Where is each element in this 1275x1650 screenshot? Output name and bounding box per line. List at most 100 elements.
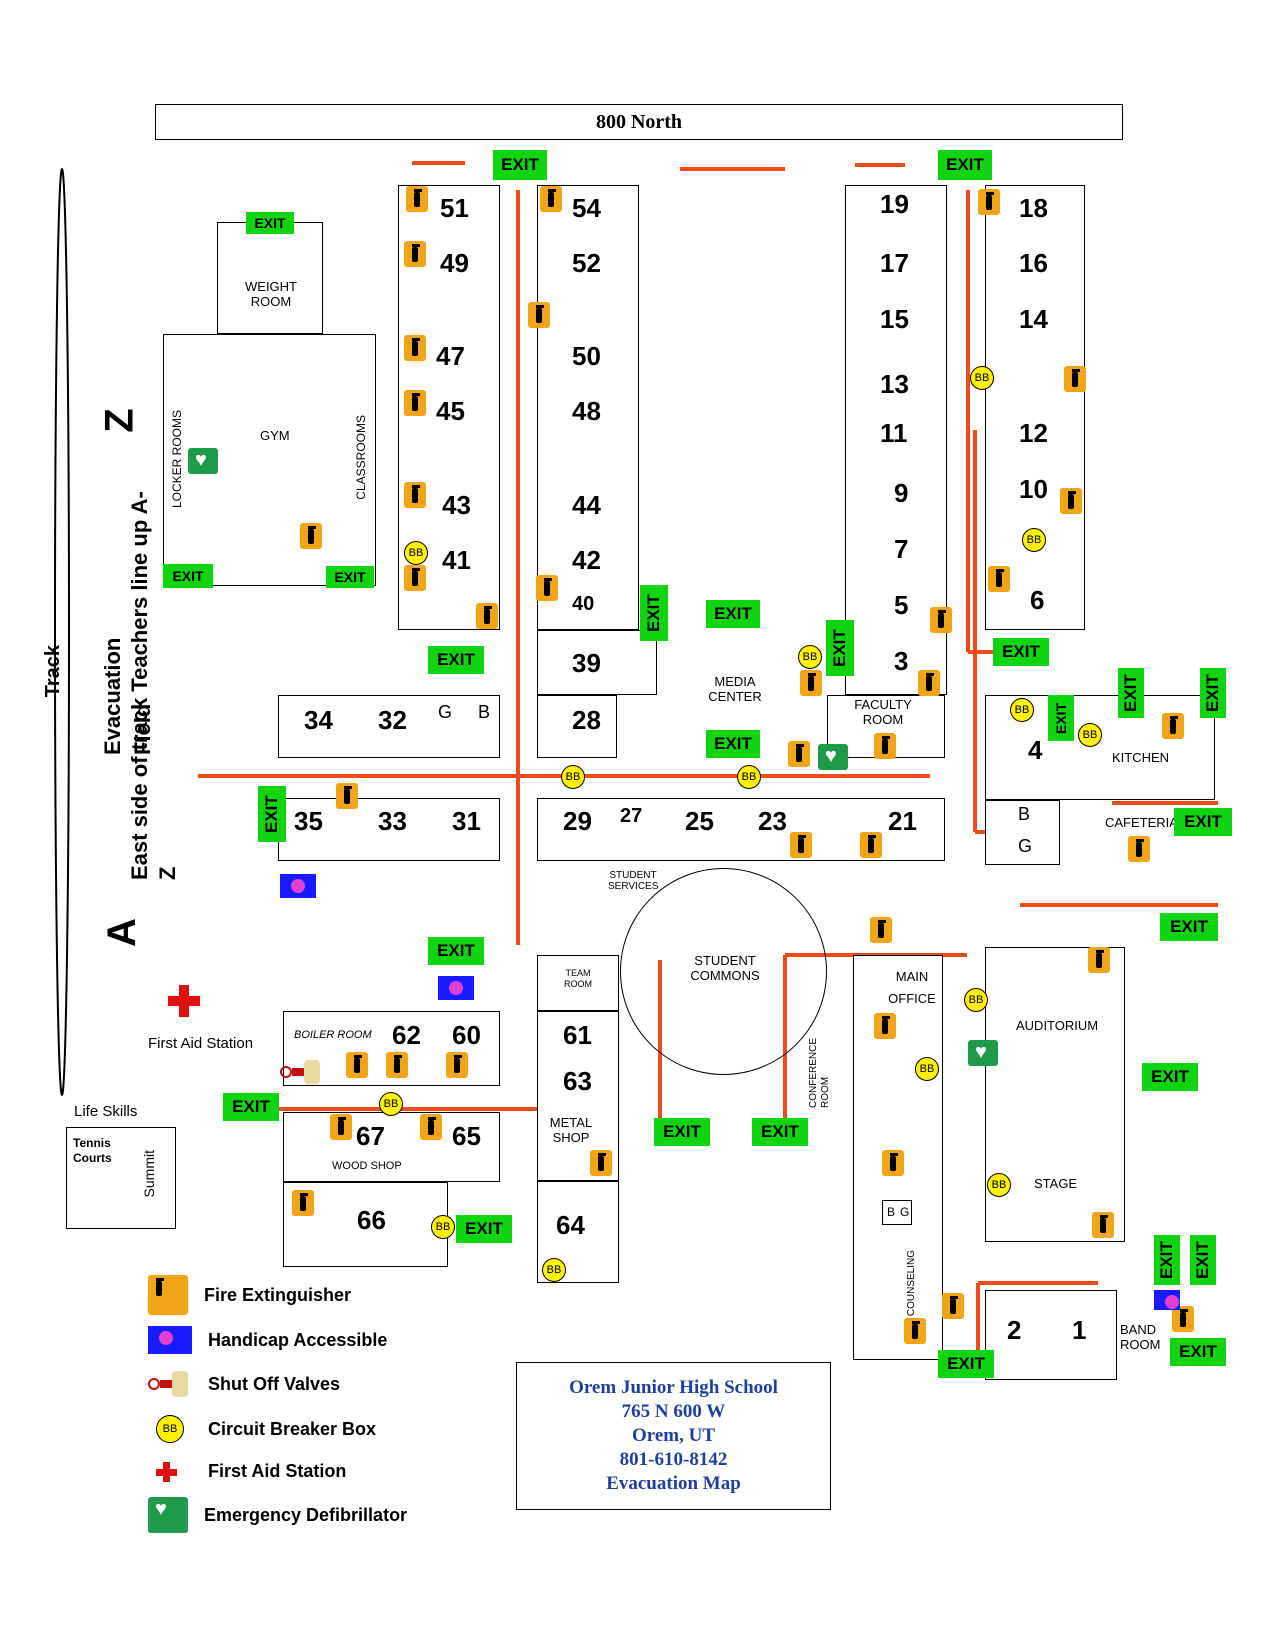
- exit-sign-boiler: EXIT: [223, 1093, 279, 1121]
- legend-shut-off-valve-icon: [148, 1371, 192, 1397]
- exit-sign-band-1: EXIT: [1154, 1235, 1180, 1285]
- circuit-breaker-icon: BB: [431, 1215, 455, 1239]
- room-47: 47: [436, 341, 465, 371]
- media-center-label: MEDIA CENTER: [708, 674, 762, 704]
- room-34: 34: [304, 705, 333, 735]
- room-14: 14: [1019, 304, 1048, 334]
- auditorium: AUDITORIUM STAGE: [985, 947, 1125, 1242]
- first-aid-label: First Aid Station: [148, 1035, 254, 1052]
- room-32: 32: [378, 705, 407, 735]
- defibrillator-icon: [968, 1040, 998, 1066]
- fire-extinguisher-icon: [1088, 947, 1110, 973]
- restrooms-east: B G: [985, 800, 1060, 865]
- legend-shut-off: Shut Off Valves: [208, 1373, 341, 1394]
- room-43: 43: [442, 490, 471, 520]
- room-62: 62: [392, 1020, 421, 1050]
- handicap-accessible-icon: [438, 976, 474, 1000]
- west-wing-right: [537, 185, 639, 630]
- conference-room-label: CONFERENCE ROOM: [808, 1037, 831, 1108]
- exit-sign-commons-south-1: EXIT: [654, 1118, 710, 1146]
- room-31: 31: [452, 806, 481, 836]
- room-61: 61: [563, 1020, 592, 1050]
- exit-sign-commons-south-2: EXIT: [752, 1118, 808, 1146]
- exit-sign-gym-west: EXIT: [163, 564, 213, 588]
- fire-extinguisher-icon: [404, 241, 426, 267]
- room-5: 5: [894, 590, 909, 620]
- fire-extinguisher-icon: [300, 523, 322, 549]
- letter-z: Z: [97, 408, 142, 433]
- room-39: 39: [572, 648, 601, 678]
- fire-extinguisher-icon: [874, 1013, 896, 1039]
- legend-handicap: Handicap Accessible: [208, 1329, 388, 1350]
- school-phone: 801-610-8142: [619, 1449, 728, 1470]
- handicap-accessible-icon: [1154, 1290, 1180, 1310]
- room-6: 6: [1030, 585, 1045, 615]
- exit-sign-kitchen-1: EXIT: [1118, 668, 1144, 718]
- student-commons-label: STUDENT COMMONS: [690, 953, 760, 983]
- fire-extinguisher-icon: [528, 302, 550, 328]
- fire-extinguisher-icon: [1064, 366, 1086, 392]
- legend-handicap-icon: [148, 1326, 192, 1354]
- legend-fire-extinguisher: Fire Extinguisher: [204, 1284, 352, 1305]
- handicap-accessible-icon: [280, 874, 316, 898]
- room-45: 45: [436, 396, 465, 426]
- fire-extinguisher-icon: [788, 741, 810, 767]
- exit-sign-east-wing: EXIT: [993, 638, 1049, 666]
- room-54: 54: [572, 193, 601, 223]
- legend-circuit-breaker-icon: BB: [156, 1415, 184, 1443]
- exit-sign-gym-east: EXIT: [326, 566, 374, 588]
- exit-sign-35: EXIT: [258, 786, 286, 842]
- circuit-breaker-icon: BB: [379, 1092, 403, 1116]
- room-40: 40: [572, 593, 595, 615]
- room-42: 42: [572, 545, 601, 575]
- circuit-breaker-icon: BB: [561, 765, 585, 789]
- east-wing-right: [985, 185, 1085, 630]
- weight-room: WEIGHT ROOM: [217, 222, 323, 334]
- school-info-box: Orem Junior High School 765 N 600 W Orem…: [516, 1362, 831, 1510]
- circuit-breaker-icon: BB: [987, 1173, 1011, 1197]
- fire-extinguisher-icon: [870, 917, 892, 943]
- street-800-north: 800 North: [155, 104, 1123, 140]
- room-12: 12: [1019, 418, 1048, 448]
- exit-sign-weight-room: EXIT: [246, 212, 294, 234]
- defibrillator-icon: [188, 448, 218, 474]
- fire-extinguisher-icon: [540, 186, 562, 212]
- room-18: 18: [1019, 193, 1048, 223]
- restroom-b-west: B: [478, 702, 491, 722]
- defibrillator-icon: [818, 744, 848, 770]
- letter-a: A: [99, 918, 144, 947]
- circuit-breaker-icon: BB: [970, 366, 994, 390]
- fire-extinguisher-icon: [904, 1318, 926, 1344]
- room-25: 25: [685, 806, 714, 836]
- exit-sign-faculty: EXIT: [826, 620, 854, 676]
- fire-extinguisher-icon: [918, 670, 940, 696]
- legend-first-aid: First Aid Station: [208, 1460, 347, 1481]
- exit-sign-commons-north: EXIT: [706, 730, 760, 758]
- exit-sign-team-room: EXIT: [428, 937, 484, 965]
- rooms-29-21-row: [537, 798, 945, 861]
- fire-extinguisher-icon: [346, 1052, 368, 1078]
- room-60: 60: [452, 1020, 481, 1050]
- legend-first-aid-icon: [148, 1460, 192, 1482]
- fire-extinguisher-icon: [536, 575, 558, 601]
- fire-extinguisher-icon: [790, 832, 812, 858]
- exit-sign-media: EXIT: [706, 600, 760, 628]
- circuit-breaker-icon: BB: [404, 541, 428, 565]
- fire-extinguisher-icon: [420, 1114, 442, 1140]
- fire-extinguisher-icon: [1172, 1306, 1194, 1332]
- fire-extinguisher-icon: [882, 1150, 904, 1176]
- student-commons: [620, 868, 827, 1075]
- fire-extinguisher-icon: [404, 335, 426, 361]
- room-28: 28: [572, 705, 601, 735]
- school-address: 765 N 600 W: [621, 1401, 726, 1422]
- exit-sign-media-west: EXIT: [640, 585, 668, 641]
- room-3: 3: [894, 646, 909, 676]
- exit-sign-39: EXIT: [428, 646, 484, 674]
- room-11: 11: [880, 418, 908, 448]
- room-44: 44: [572, 490, 601, 520]
- cafeteria-label: CAFETERIA: [1105, 815, 1178, 830]
- legend-fire-extinguisher-icon: [148, 1275, 188, 1315]
- room-39-box: [537, 630, 657, 695]
- legend-defibrillator-icon: [148, 1497, 188, 1533]
- exit-sign-north-east: EXIT: [938, 150, 992, 180]
